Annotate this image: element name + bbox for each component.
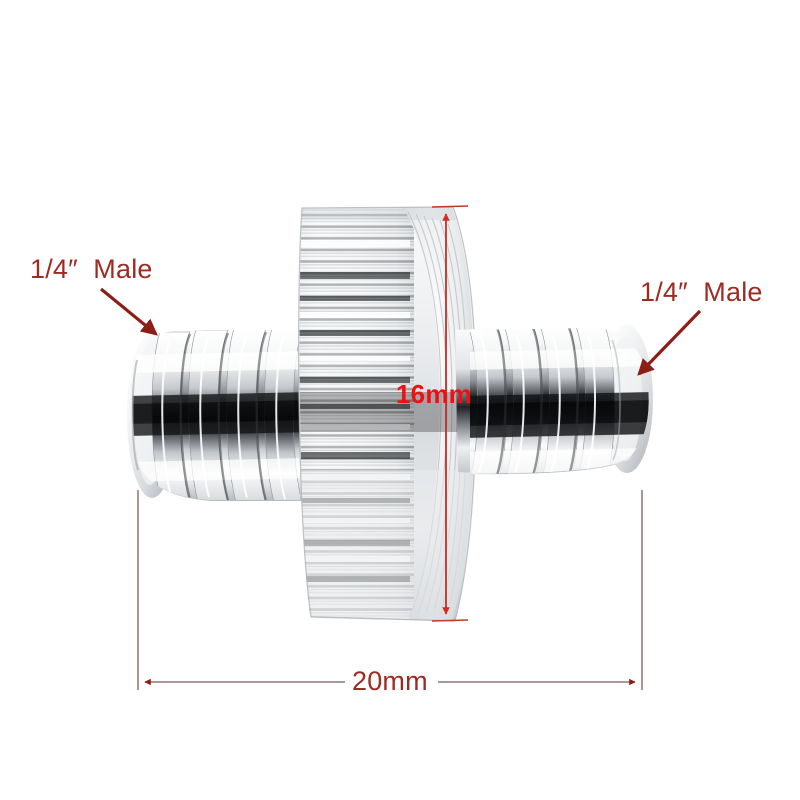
right-thread-label: 1/4″ Male <box>640 277 763 307</box>
left-thread-label: 1/4″ Male <box>30 254 153 284</box>
width-dimension-label: 20mm <box>352 666 428 696</box>
height-dimension-line <box>431 205 469 622</box>
right-threaded-shaft <box>455 325 653 475</box>
knurled-flange <box>298 206 477 622</box>
width-dimension-line <box>137 490 643 690</box>
left-threaded-shaft <box>127 330 302 501</box>
height-dimension-label: 16mm <box>396 379 472 409</box>
left-callout-arrow <box>99 287 158 336</box>
right-callout-arrow <box>637 309 702 376</box>
